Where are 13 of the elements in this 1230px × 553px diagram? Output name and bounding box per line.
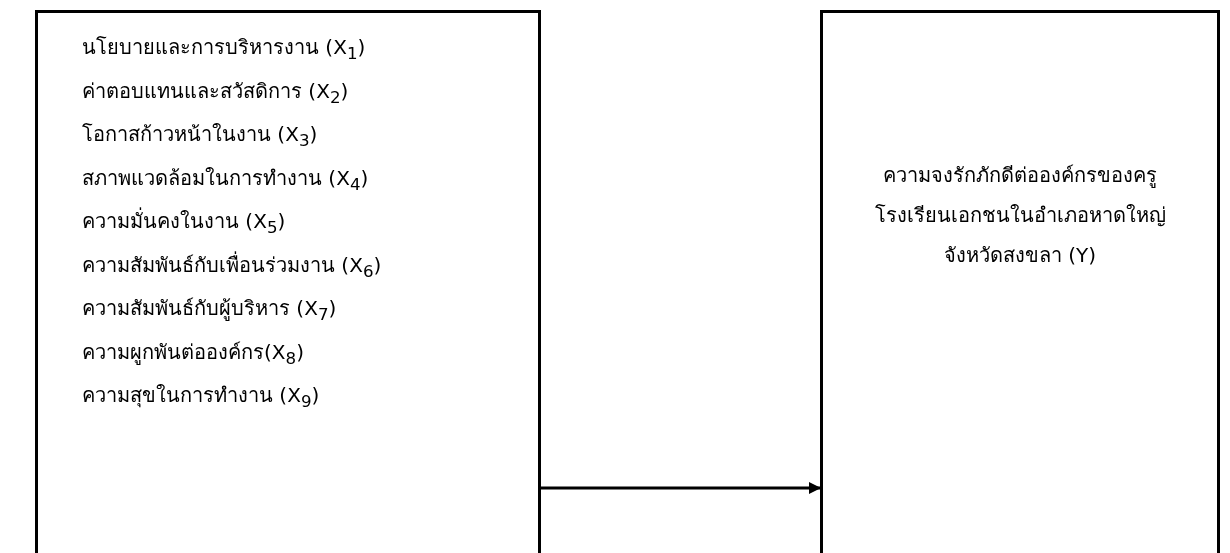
arrow	[541, 482, 821, 494]
factor-text: ความสัมพันธ์กับผู้บริหาร (X$_{7}$)	[82, 295, 337, 326]
factor-text: ค่าตอบแทนและสวัสดิการ (X$_{2}$)	[82, 77, 349, 109]
factor-text: ความมั่นคงในงาน (X$_{5}$)	[82, 206, 286, 239]
process-box	[820, 10, 1220, 553]
factor-text: โอกาสก้าวหน้าในงาน (X$_{3}$)	[82, 121, 318, 152]
factor-text: ความสุขในการทำงาน (X$_{9}$)	[82, 382, 320, 413]
factor-text: สภาพแวดล้อมในการทำงาน (X$_{4}$)	[82, 164, 369, 196]
outcome-text: ความจงรักภักดีต่อองค์กรของครูโรงเรียนเอกชนในอำเภอหาดใหญ่ จังหวัดสงขลา (Y)	[873, 162, 1167, 269]
process-box	[35, 10, 541, 553]
factor-text: นโยบายและการบริหารงาน (X$_{1}$)	[82, 34, 366, 65]
factor-text: ความสัมพันธ์กับเพื่อนร่วมงาน (X$_{6}$)	[82, 250, 382, 283]
factor-text: ความผูกพันต่อองค์กร(X$_{8}$)	[82, 338, 304, 370]
